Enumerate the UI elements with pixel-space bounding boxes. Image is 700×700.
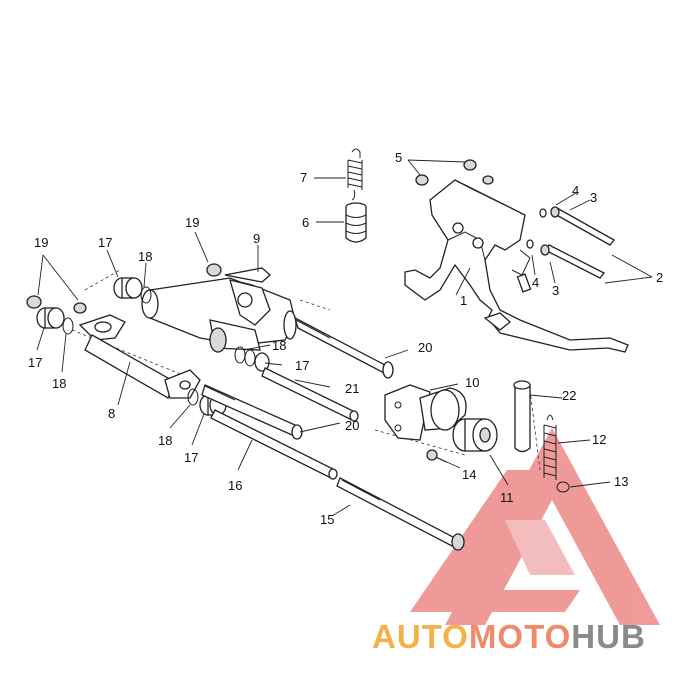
callout-16: 16 <box>228 478 242 493</box>
callout-18-mid: 18 <box>272 338 286 353</box>
silent-block-11 <box>452 418 498 452</box>
bolt-15 <box>336 477 465 551</box>
tube-8 <box>78 314 201 399</box>
left-bushes <box>26 277 152 335</box>
callout-8: 8 <box>108 406 115 421</box>
leader-lines <box>36 159 653 517</box>
mount-10 <box>384 384 467 441</box>
callout-10: 10 <box>465 375 479 390</box>
callout-13: 13 <box>614 474 628 489</box>
callout-14: 14 <box>462 467 476 482</box>
spring-12 <box>543 414 557 480</box>
callout-17-mid: 17 <box>295 358 309 373</box>
callout-20-top: 20 <box>418 340 432 355</box>
watermark-logo-mark <box>410 428 660 625</box>
callout-numbers: 1 2 3 3 4 4 5 6 7 8 9 10 11 12 13 14 15 … <box>28 150 663 527</box>
callout-12: 12 <box>592 432 606 447</box>
rings-bushes <box>234 346 270 372</box>
callout-17-bottom: 17 <box>184 450 198 465</box>
callout-18-bottom: 18 <box>158 433 172 448</box>
shaft-16 <box>210 409 338 480</box>
watermark-part-moto: MOTO <box>469 618 571 655</box>
spring-7 <box>347 148 363 201</box>
callout-18-top: 18 <box>138 249 152 264</box>
nuts-5 <box>415 159 494 186</box>
callout-17-left: 17 <box>28 355 42 370</box>
bolt-20-top <box>293 316 394 379</box>
callout-15: 15 <box>320 512 334 527</box>
callout-1: 1 <box>460 293 467 308</box>
assembly-lines <box>71 269 541 471</box>
pin-22 <box>513 380 531 453</box>
spring-6 <box>345 202 367 243</box>
bolt-20-lower <box>201 384 303 440</box>
callout-2: 2 <box>656 270 663 285</box>
watermark-part-auto: AUTO <box>372 618 469 655</box>
callout-4-upper: 4 <box>572 183 579 198</box>
callout-11: 11 <box>500 490 514 505</box>
callout-5: 5 <box>395 150 402 165</box>
nut-19-top <box>206 263 222 277</box>
watermark-part-hub: HUB <box>571 618 646 655</box>
callout-21: 21 <box>345 381 359 396</box>
callout-6: 6 <box>302 215 309 230</box>
center-stand <box>404 179 629 353</box>
callout-20-lower: 20 <box>345 418 359 433</box>
bracket-9 <box>141 267 297 353</box>
callout-7: 7 <box>300 170 307 185</box>
callout-17-top: 17 <box>98 235 112 250</box>
callout-18-left: 18 <box>52 376 66 391</box>
watermark-wordmark: AUTOMOTOHUB <box>372 618 646 655</box>
callout-19-left: 19 <box>34 235 48 250</box>
callout-22: 22 <box>562 388 576 403</box>
clip-13 <box>556 481 570 493</box>
shaft-21 <box>261 367 359 422</box>
callout-19-top: 19 <box>185 215 199 230</box>
callout-3-upper: 3 <box>590 190 597 205</box>
callout-9: 9 <box>253 231 260 246</box>
callout-4-lower: 4 <box>532 275 539 290</box>
bolts-3-washers-4 <box>526 206 615 279</box>
callout-3-lower: 3 <box>552 283 559 298</box>
